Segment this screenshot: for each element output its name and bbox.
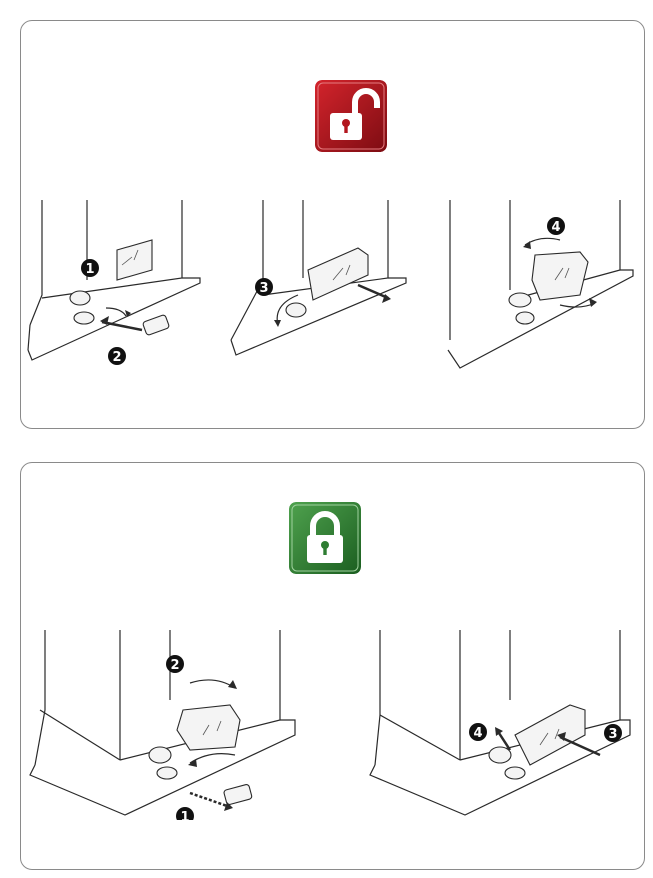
unlock-step-2-marker: 2 bbox=[108, 347, 126, 365]
unlock-badge-icon bbox=[315, 80, 387, 152]
lock-step-figure-2: 4 3 bbox=[369, 630, 631, 816]
unlock-step-figure-3: 4 bbox=[447, 200, 634, 369]
lock-step-figure-1: 2 1 bbox=[29, 630, 296, 820]
lock-badge-icon bbox=[289, 502, 361, 574]
lock-step-2-marker: 2 bbox=[166, 655, 184, 673]
lock-step-4-marker: 4 bbox=[469, 723, 487, 741]
unlock-step-figure-2: 3 bbox=[230, 200, 407, 356]
closed-shackle bbox=[310, 511, 340, 536]
lock-step-1-marker: 1 bbox=[176, 807, 194, 820]
unlock-step-3-marker: 3 bbox=[255, 278, 273, 296]
svg-text:3: 3 bbox=[608, 727, 617, 742]
svg-text:4: 4 bbox=[473, 726, 482, 741]
unlock-step-4-marker: 4 bbox=[547, 217, 565, 235]
lock-step-3-marker: 3 bbox=[604, 724, 622, 742]
open-shackle bbox=[352, 88, 380, 114]
svg-text:1: 1 bbox=[85, 262, 94, 277]
svg-text:2: 2 bbox=[112, 350, 121, 365]
svg-text:3: 3 bbox=[259, 281, 268, 296]
svg-text:2: 2 bbox=[170, 658, 179, 673]
unlock-step-figure-1: 1 2 bbox=[27, 200, 201, 365]
svg-text:4: 4 bbox=[551, 220, 560, 235]
unlock-step-1-marker: 1 bbox=[81, 259, 99, 277]
svg-text:1: 1 bbox=[180, 810, 189, 820]
